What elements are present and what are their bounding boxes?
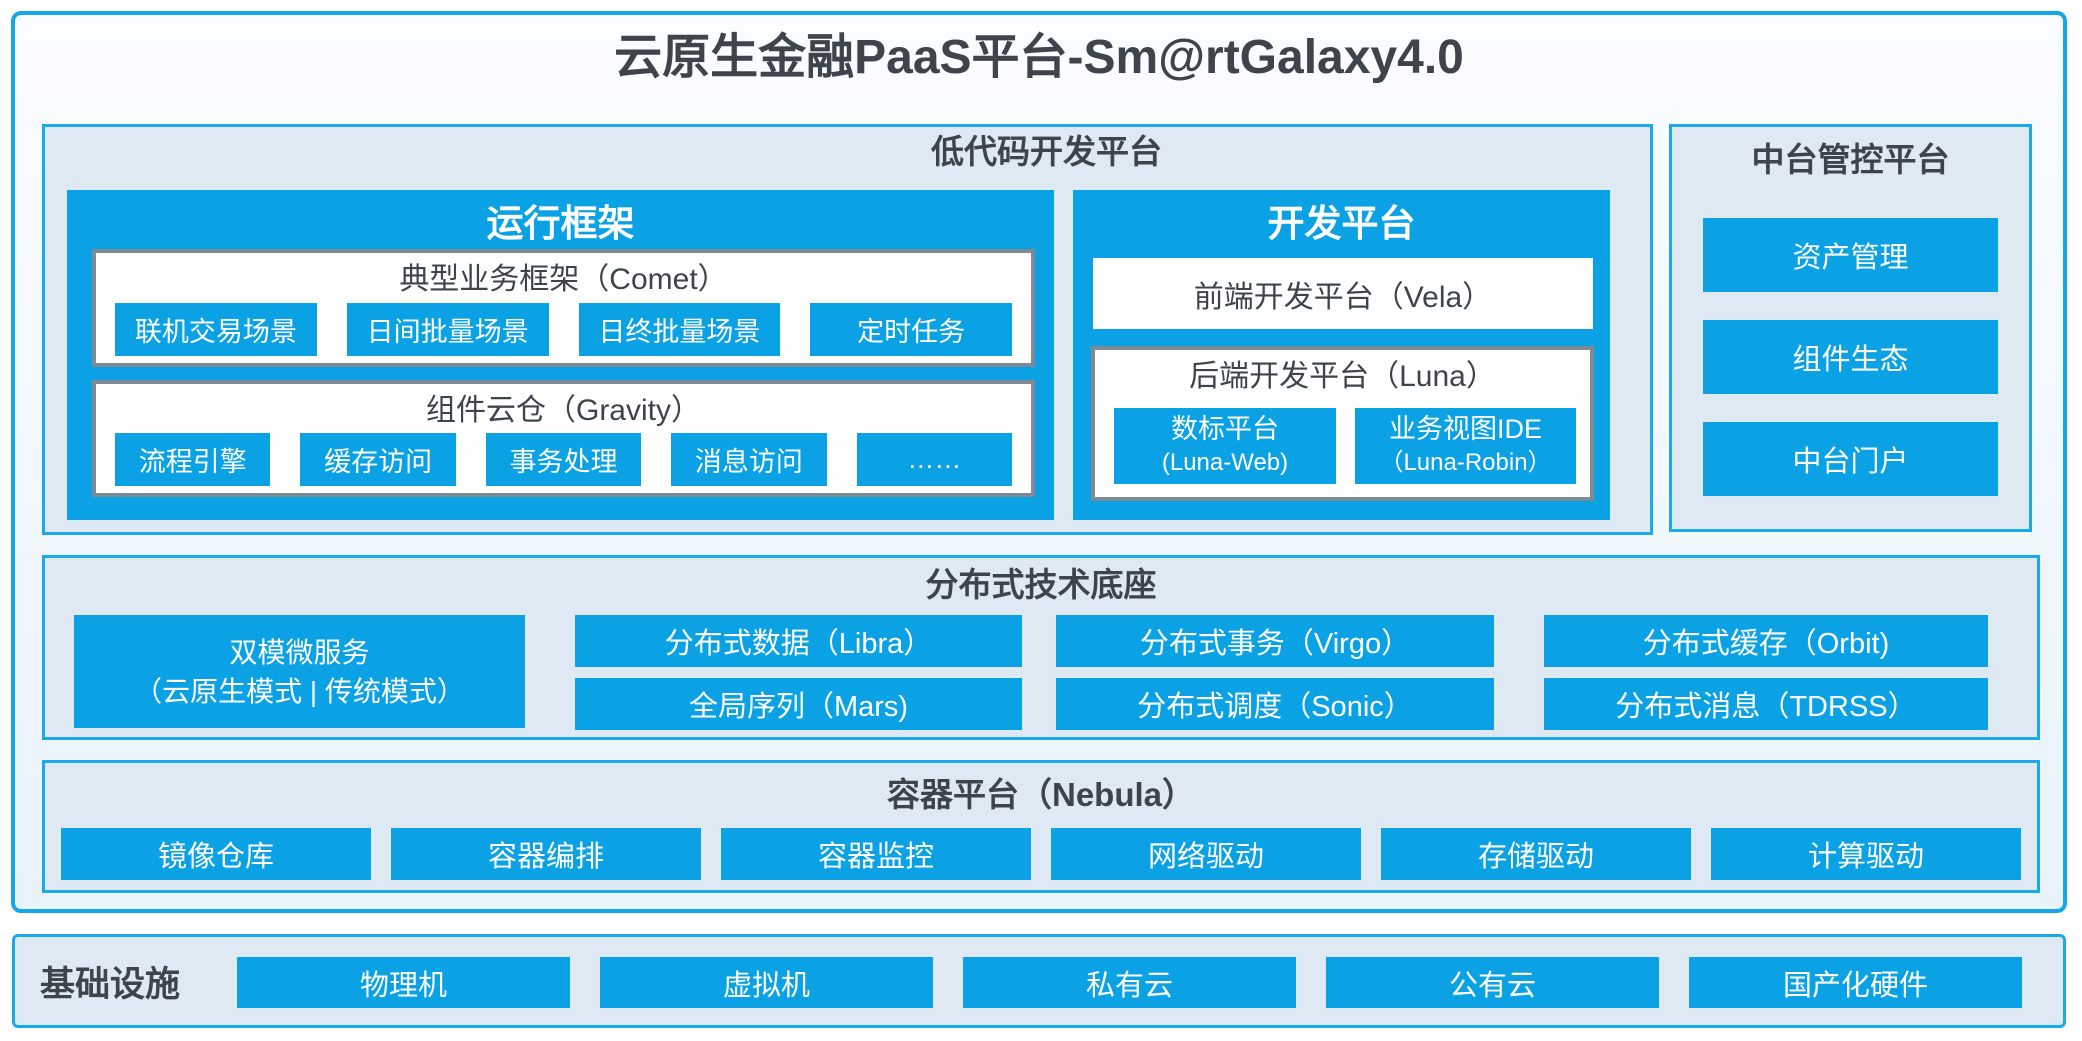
- chip-eod-batch: 日终批量场景: [578, 303, 781, 356]
- chip-physical-machine: 物理机: [237, 957, 570, 1008]
- chip-cache-access: 缓存访问: [300, 433, 456, 486]
- infrastructure-chip-row: 物理机 虚拟机 私有云 公有云 国产化硬件: [237, 957, 2022, 1008]
- comet-label: 典型业务框架（Comet）: [399, 263, 728, 296]
- infrastructure-label: 基础设施: [40, 964, 181, 1004]
- panel-infrastructure: 基础设施 物理机 虚拟机 私有云 公有云 国产化硬件: [12, 934, 2066, 1028]
- luna-label: 后端开发平台（Luna）: [1189, 360, 1496, 393]
- luna-web-name: 数标平台: [1171, 414, 1279, 444]
- diagram-title: 云原生金融PaaS平台-Sm@rtGalaxy4.0: [614, 31, 1464, 84]
- chip-dual-mode-microservices: 双模微服务 （云原生模式 | 传统模式）: [74, 615, 525, 728]
- chip-network-driver: 网络驱动: [1051, 828, 1361, 880]
- container-chip-row: 镜像仓库 容器编排 容器监控 网络驱动 存储驱动 计算驱动: [61, 828, 2021, 880]
- luna-robin-code: （Luna-Robin）: [1379, 449, 1552, 476]
- chip-luna-web: 数标平台 (Luna-Web): [1114, 408, 1336, 484]
- chip-virtual-machine: 虚拟机: [600, 957, 933, 1008]
- chip-distributed-cache-orbit: 分布式缓存（Orbit): [1544, 615, 1988, 667]
- dual-mode-name: 双模微服务: [229, 636, 370, 668]
- chip-daytime-batch: 日间批量场景: [346, 303, 549, 356]
- chip-scheduled-tasks: 定时任务: [810, 303, 1012, 356]
- low-code-title: 低代码开发平台: [931, 133, 1162, 170]
- gravity-chip-row: 流程引擎 缓存访问 事务处理 消息访问 ……: [115, 433, 1013, 486]
- panel-dev-platform: 开发平台 前端开发平台（Vela） 后端开发平台（Luna） 数标平台 (Lun…: [1073, 190, 1610, 520]
- dev-platform-title: 开发平台: [1267, 203, 1416, 244]
- comet-chip-row: 联机交易场景 日间批量场景 日终批量场景 定时任务: [115, 303, 1012, 356]
- chip-transaction-processing: 事务处理: [485, 433, 642, 486]
- chip-distributed-message-tdrss: 分布式消息（TDRSS）: [1544, 678, 1988, 730]
- chip-image-registry: 镜像仓库: [61, 828, 371, 880]
- dual-mode-detail: （云原生模式 | 传统模式）: [134, 675, 465, 707]
- chip-component-ecosystem: 组件生态: [1703, 320, 1998, 394]
- chip-asset-management: 资产管理: [1703, 218, 1998, 292]
- box-vela: 前端开发平台（Vela）: [1093, 258, 1593, 329]
- chip-container-orchestration: 容器编排: [391, 828, 701, 880]
- chip-distributed-scheduling-sonic: 分布式调度（Sonic）: [1056, 678, 1494, 730]
- box-luna: 后端开发平台（Luna） 数标平台 (Luna-Web) 业务视图IDE （Lu…: [1091, 346, 1594, 501]
- luna-web-code: (Luna-Web): [1161, 449, 1289, 476]
- chip-storage-driver: 存储驱动: [1381, 828, 1691, 880]
- chip-container-monitoring: 容器监控: [721, 828, 1031, 880]
- container-platform-title: 容器平台（Nebula）: [886, 776, 1196, 813]
- chip-global-sequence-mars: 全局序列（Mars): [575, 678, 1022, 730]
- gravity-label: 组件云仓（Gravity）: [425, 394, 701, 427]
- panel-mid-platform: 中台管控平台 资产管理 组件生态 中台门户: [1669, 124, 2032, 532]
- chip-message-access: 消息访问: [671, 433, 827, 486]
- chip-distributed-transaction-virgo: 分布式事务（Virgo）: [1056, 615, 1494, 667]
- chip-mid-portal: 中台门户: [1703, 422, 1998, 496]
- box-gravity: 组件云仓（Gravity） 流程引擎 缓存访问 事务处理 消息访问 ……: [92, 380, 1035, 497]
- chip-distributed-data-libra: 分布式数据（Libra）: [575, 615, 1022, 667]
- chip-process-engine: 流程引擎: [115, 433, 271, 486]
- chip-compute-driver: 计算驱动: [1711, 828, 2021, 880]
- main-frame: 云原生金融PaaS平台-Sm@rtGalaxy4.0 低代码开发平台 运行框架 …: [11, 11, 2067, 913]
- chip-public-cloud: 公有云: [1326, 957, 1659, 1008]
- chip-luna-robin: 业务视图IDE （Luna-Robin）: [1355, 408, 1576, 484]
- panel-container-platform: 容器平台（Nebula） 镜像仓库 容器编排 容器监控 网络驱动 存储驱动 计算…: [42, 760, 2040, 893]
- panel-runtime-framework: 运行框架 典型业务框架（Comet） 联机交易场景 日间批量场景 日终批量场景 …: [67, 190, 1054, 520]
- panel-low-code: 低代码开发平台 运行框架 典型业务框架（Comet） 联机交易场景 日间批量场景…: [42, 124, 1653, 535]
- chip-domestic-hardware: 国产化硬件: [1689, 957, 2022, 1008]
- runtime-framework-title: 运行框架: [486, 203, 635, 244]
- box-comet: 典型业务框架（Comet） 联机交易场景 日间批量场景 日终批量场景 定时任务: [92, 249, 1035, 367]
- chip-ellipsis: ……: [856, 433, 1013, 486]
- mid-platform-title: 中台管控平台: [1751, 141, 1950, 178]
- panel-distributed-base: 分布式技术底座 双模微服务 （云原生模式 | 传统模式） 分布式数据（Libra…: [42, 555, 2040, 740]
- distributed-base-title: 分布式技术底座: [925, 566, 1157, 603]
- luna-robin-name: 业务视图IDE: [1388, 414, 1542, 444]
- chip-online-trading: 联机交易场景: [115, 303, 317, 356]
- chip-private-cloud: 私有云: [963, 957, 1296, 1008]
